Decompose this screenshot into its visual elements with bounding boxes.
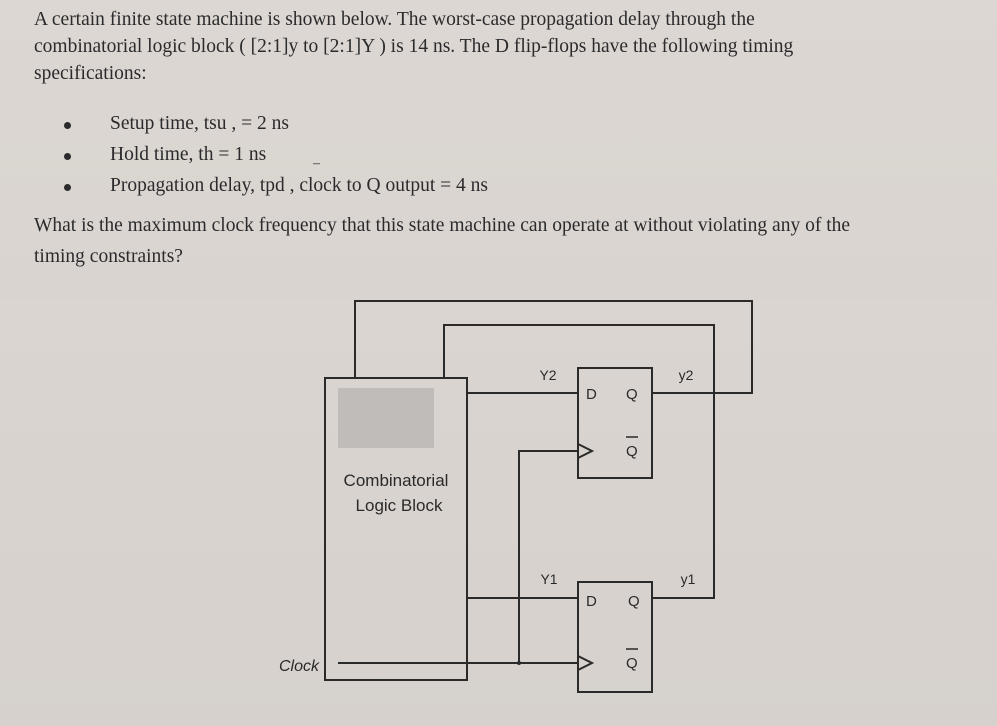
ff-bottom-d-label: D bbox=[586, 593, 597, 610]
problem-text-line-2: combinatorial logic block ( [2:1]y to [2… bbox=[34, 36, 794, 57]
clock-junction-dot bbox=[517, 661, 521, 665]
clock-input-top-icon bbox=[577, 443, 595, 459]
feedback-wire-y1 bbox=[443, 324, 715, 599]
bullet-icon bbox=[64, 184, 71, 191]
label-Y2-input: Y2 bbox=[539, 367, 556, 383]
label-y2-output: y2 bbox=[679, 367, 694, 383]
clock-label: Clock bbox=[279, 658, 320, 675]
ff-top-qbar-label: Q bbox=[626, 443, 638, 460]
propagation-delay-spec: Propagation delay, tpd , clock to Q outp… bbox=[110, 175, 489, 196]
ff-bottom-qbar-label: Q bbox=[626, 655, 638, 672]
redaction-patch bbox=[338, 388, 434, 448]
bullet-icon bbox=[64, 122, 71, 129]
block-label-line-2: Logic Block bbox=[356, 496, 443, 515]
diagram-background bbox=[0, 300, 997, 726]
setup-time-spec: Setup time, tsu , = 2 ns bbox=[110, 113, 289, 134]
question-line-1: What is the maximum clock frequency that… bbox=[34, 215, 851, 236]
problem-text-line-3: specifications: bbox=[34, 63, 147, 84]
clock-branch-wire bbox=[518, 450, 578, 663]
ff-bottom-q-label: Q bbox=[628, 593, 640, 610]
feedback-wire-y2 bbox=[354, 300, 753, 394]
flip-flop-bottom bbox=[577, 581, 653, 693]
bullet-icon bbox=[64, 153, 71, 160]
flip-flop-top bbox=[577, 367, 653, 479]
block-label-line-1: Combinatorial bbox=[344, 471, 449, 490]
ff-top-d-label: D bbox=[586, 386, 597, 403]
combinational-logic-block bbox=[324, 377, 468, 681]
label-Y1-input: Y1 bbox=[540, 571, 557, 587]
problem-text-line-1: A certain finite state machine is shown … bbox=[34, 9, 755, 30]
stray-mark: – bbox=[313, 156, 320, 171]
hold-time-spec: Hold time, th = 1 ns bbox=[110, 144, 267, 165]
ff-top-q-label: Q bbox=[626, 386, 638, 403]
clock-input-bottom-icon bbox=[577, 655, 595, 671]
label-y1-output: y1 bbox=[681, 571, 696, 587]
question-line-2: timing constraints? bbox=[34, 246, 183, 267]
